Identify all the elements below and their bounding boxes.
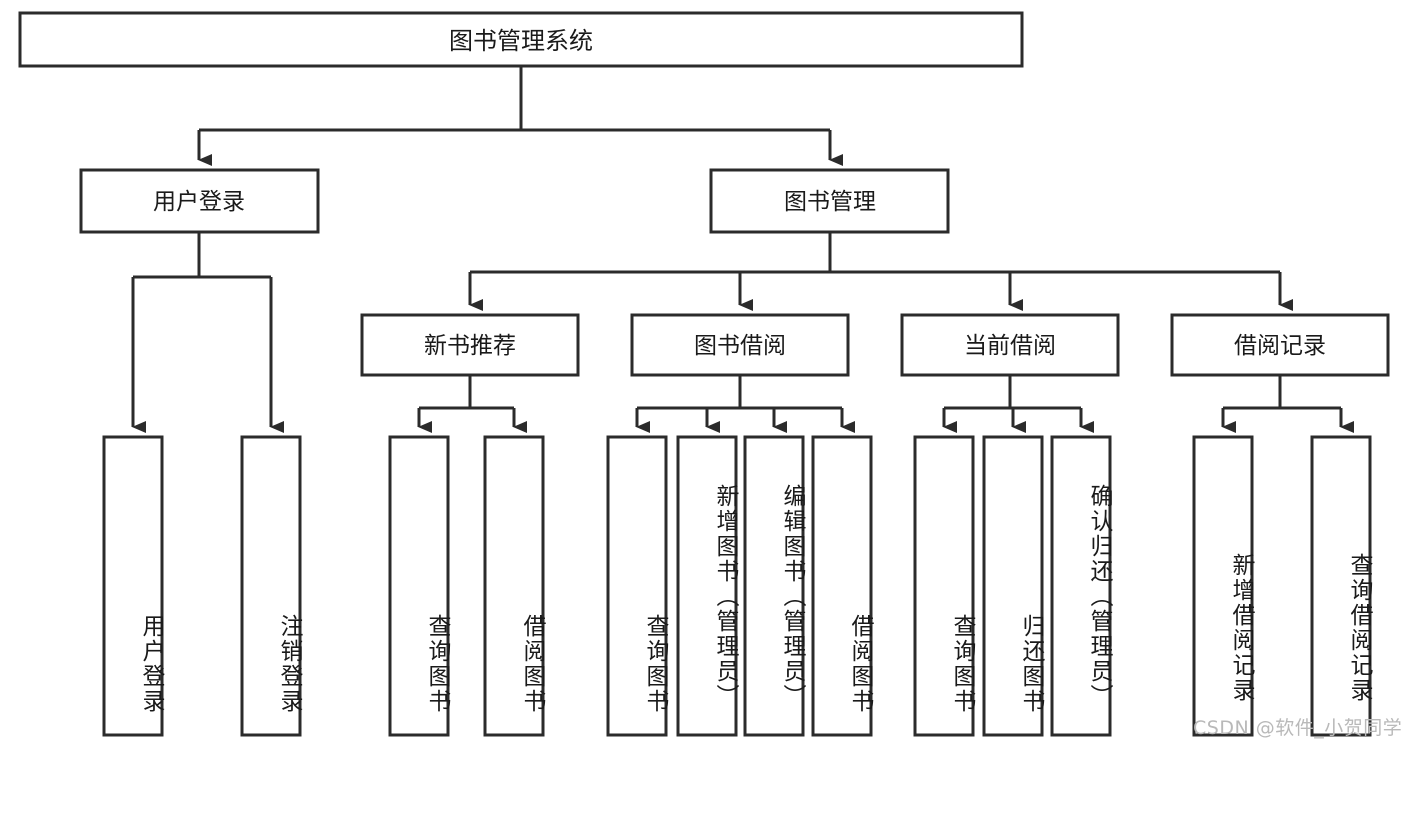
node-book-manage[interactable]: 图书管理	[709, 168, 950, 234]
org-chart-diagram: 图书管理系统 用户登录 图书管理 新书推荐 图书借阅 当前借阅 借阅记录	[18, 11, 1403, 739]
leaf-box-query-book-current[interactable]	[913, 435, 975, 737]
node-borrow-record-box[interactable]	[1170, 313, 1390, 377]
diagram-canvas: 图书管理系统 用户登录 图书管理 新书推荐 图书借阅 当前借阅 借阅记录	[18, 11, 1390, 737]
node-book-manage-box[interactable]	[709, 168, 950, 234]
leaf-box-user-logout[interactable]	[240, 435, 302, 737]
leaf-box-add-record[interactable]	[1192, 435, 1254, 737]
leaf-box-borrow-book-new[interactable]	[483, 435, 545, 737]
node-user-login[interactable]: 用户登录	[79, 168, 320, 234]
node-user-login-label: 用户登录	[153, 189, 245, 215]
node-current-borrow-label: 当前借阅	[964, 333, 1056, 359]
node-current-borrow-box[interactable]	[900, 313, 1120, 377]
node-borrow-record[interactable]: 借阅记录	[1170, 313, 1390, 377]
leaf-box-borrow-book[interactable]	[811, 435, 873, 737]
node-root-label: 图书管理系统	[449, 27, 593, 55]
node-user-login-box[interactable]	[79, 168, 320, 234]
node-current-borrow[interactable]: 当前借阅	[900, 313, 1120, 377]
leaf-box-query-record[interactable]	[1310, 435, 1372, 737]
leaf-box-layer	[102, 435, 1372, 737]
node-book-borrow[interactable]: 图书借阅	[630, 313, 850, 377]
leaf-box-query-book-borrow[interactable]	[606, 435, 668, 737]
leaf-box-confirm-return[interactable]	[1050, 435, 1112, 737]
node-book-manage-label: 图书管理	[784, 189, 876, 215]
leaf-box-query-book-new[interactable]	[388, 435, 450, 737]
node-borrow-record-label: 借阅记录	[1234, 333, 1326, 359]
node-new-book-recommend[interactable]: 新书推荐	[360, 313, 580, 377]
csdn-watermark: CSDN @软件_小贺同学	[1193, 717, 1403, 739]
node-root-box[interactable]	[18, 11, 1024, 68]
connector-layer	[131, 66, 1354, 433]
node-new-book-recommend-label: 新书推荐	[424, 333, 516, 359]
node-book-borrow-label: 图书借阅	[694, 333, 786, 359]
node-new-book-recommend-box[interactable]	[360, 313, 580, 377]
node-root[interactable]: 图书管理系统	[18, 11, 1024, 68]
node-book-borrow-box[interactable]	[630, 313, 850, 377]
leaf-box-edit-book[interactable]	[743, 435, 805, 737]
leaf-box-return-book[interactable]	[982, 435, 1044, 737]
leaf-box-add-book[interactable]	[676, 435, 738, 737]
leaf-box-user-login[interactable]	[102, 435, 164, 737]
